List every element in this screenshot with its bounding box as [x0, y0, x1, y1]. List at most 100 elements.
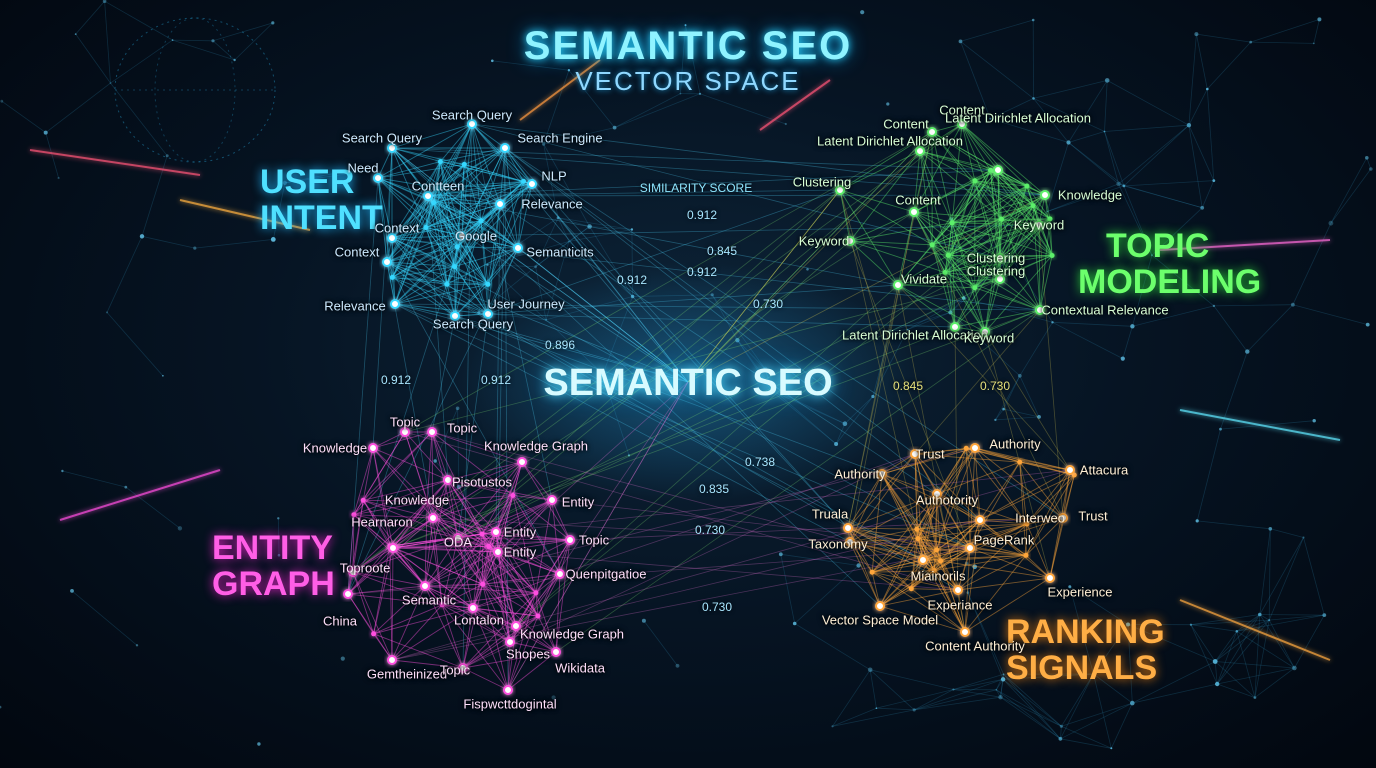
node-label: Truala — [811, 506, 849, 522]
cluster-edge — [881, 473, 942, 562]
cluster-edge — [495, 499, 553, 533]
cluster-edge — [914, 453, 942, 562]
background-edge — [1046, 142, 1069, 212]
cluster-edge — [433, 202, 456, 267]
center-edge — [687, 189, 841, 383]
cluster-edge — [932, 205, 1034, 246]
similarity-edge — [847, 284, 899, 529]
cluster-edge — [433, 202, 482, 222]
cluster-edge — [974, 169, 991, 182]
cluster-edge — [377, 161, 441, 179]
cluster-edge — [881, 473, 981, 521]
background-edge — [889, 312, 951, 332]
cluster-edge — [457, 183, 533, 248]
node-label: Vector Space Model — [821, 612, 939, 628]
cluster-edge — [426, 501, 490, 547]
cluster-edge — [472, 531, 497, 609]
cluster-edge — [931, 131, 953, 223]
cluster-node-minor — [972, 285, 978, 291]
cluster-edge — [916, 519, 981, 530]
cluster-edge — [457, 499, 553, 539]
cluster-edge — [425, 203, 501, 228]
cluster-edge — [954, 326, 986, 333]
cluster-edge — [392, 277, 456, 317]
cluster-edge — [457, 461, 523, 539]
background-particle — [491, 59, 494, 63]
cluster-edge — [944, 272, 956, 328]
cluster-node-minor — [435, 185, 441, 191]
cluster-edge — [1038, 224, 1053, 256]
cluster-edge — [504, 147, 533, 185]
cluster-edge — [881, 473, 918, 530]
cluster-edge — [961, 123, 976, 181]
background-particle — [1219, 427, 1222, 431]
cluster-node — [953, 585, 963, 595]
cluster-node — [503, 685, 513, 695]
background-particle — [0, 99, 4, 103]
background-edge — [876, 707, 915, 711]
cluster-edge — [961, 123, 1046, 196]
cluster-edge — [999, 224, 1040, 259]
cluster-edge — [471, 123, 506, 149]
background-particle — [1031, 18, 1035, 22]
background-particle — [171, 39, 174, 41]
cluster-edge — [427, 180, 524, 197]
cluster-edge — [847, 527, 941, 562]
background-edge — [1002, 678, 1062, 727]
similarity-edge — [457, 313, 489, 539]
background-particle — [1116, 181, 1121, 187]
background-particle — [139, 234, 145, 239]
cluster-edge — [454, 181, 524, 267]
cluster-edge — [871, 572, 881, 607]
cluster-edge — [936, 547, 971, 551]
cluster-edge — [535, 592, 557, 653]
cluster-edge — [425, 180, 524, 228]
cluster-edge — [386, 246, 458, 263]
cluster-edge — [881, 473, 924, 561]
cluster-edge — [495, 531, 571, 541]
similarity-edge — [431, 315, 456, 433]
background-particle — [778, 552, 783, 557]
cluster-edge — [441, 531, 497, 606]
background-edge — [1118, 124, 1190, 185]
page-subtitle: VECTOR SPACE — [575, 66, 801, 96]
cluster-edge — [424, 583, 483, 587]
cluster-edge — [974, 180, 1053, 256]
cluster-node — [1040, 190, 1050, 200]
cluster-edge — [457, 537, 484, 585]
background-edge — [950, 312, 1021, 377]
cluster-edge — [507, 592, 537, 691]
background-edge — [1061, 673, 1094, 727]
similarity-edge — [487, 189, 841, 315]
cluster-node — [513, 243, 523, 253]
cluster-edge — [951, 222, 1053, 256]
cluster-edge — [917, 538, 942, 562]
cluster-edge — [495, 495, 514, 533]
similarity-edge — [404, 278, 1001, 433]
cluster-edge — [974, 180, 1034, 207]
cluster-edge — [392, 501, 428, 549]
cluster-edge — [839, 189, 851, 242]
background-edge — [1033, 98, 1069, 143]
cluster-edge — [849, 541, 924, 561]
node-label: Experience — [1047, 584, 1113, 600]
cluster-edge — [480, 183, 533, 222]
background-particle — [630, 228, 634, 231]
cluster-edge — [392, 266, 455, 278]
background-particle — [641, 618, 646, 623]
cluster-edge — [353, 500, 364, 515]
cluster-edge — [931, 244, 986, 333]
cluster-edge — [391, 147, 465, 165]
cluster-edge — [917, 448, 967, 539]
cluster-edge — [847, 493, 938, 529]
background-edge — [45, 82, 111, 133]
cluster-edge — [969, 517, 1064, 549]
center-edge — [687, 131, 933, 383]
cluster-edge — [352, 500, 364, 573]
cluster-edge — [447, 479, 483, 535]
cluster-edge — [347, 545, 391, 595]
cluster-edge — [404, 431, 449, 481]
center-edge — [454, 315, 689, 383]
background-edge — [434, 408, 458, 462]
cluster-node-minor — [360, 497, 366, 503]
